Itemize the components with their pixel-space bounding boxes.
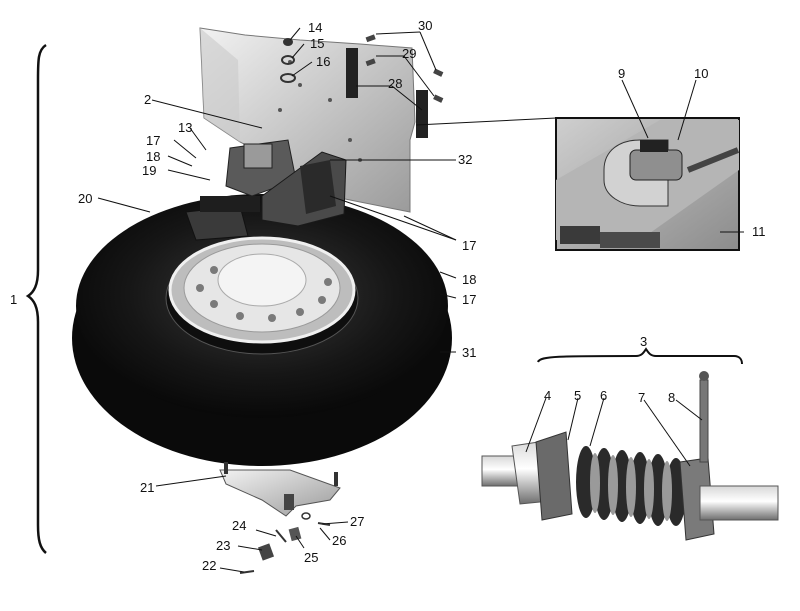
wheel-rim xyxy=(168,236,356,344)
label-27: 27 xyxy=(350,514,364,529)
label-26: 26 xyxy=(332,533,346,548)
label-3: 3 xyxy=(640,334,647,349)
label-32: 32 xyxy=(458,152,472,167)
label-1: 1 xyxy=(10,292,17,307)
label-29: 29 xyxy=(402,46,416,61)
label-11: 11 xyxy=(752,224,766,239)
lower-bracket xyxy=(219,462,341,517)
label-21: 21 xyxy=(140,480,154,495)
label-23: 23 xyxy=(216,538,230,553)
label-22: 22 xyxy=(202,558,216,573)
label-10: 10 xyxy=(694,66,708,81)
label-7: 7 xyxy=(638,390,645,405)
label-17c: 17 xyxy=(462,292,476,307)
leader-lines xyxy=(97,27,744,573)
label-20: 20 xyxy=(78,191,92,206)
label-19: 19 xyxy=(142,163,156,178)
label-25: 25 xyxy=(304,550,318,565)
label-16: 16 xyxy=(316,54,330,69)
strap-bracket-28 xyxy=(346,48,428,138)
detail-inset xyxy=(555,117,740,251)
label-17a: 17 xyxy=(146,133,160,148)
label-9: 9 xyxy=(618,66,625,81)
shaft-assembly xyxy=(481,347,779,541)
label-30: 30 xyxy=(418,18,432,33)
assembly-brace xyxy=(25,43,47,554)
label-24: 24 xyxy=(232,518,246,533)
label-6: 6 xyxy=(600,388,607,403)
label-8: 8 xyxy=(668,390,675,405)
label-15: 15 xyxy=(310,36,324,51)
label-28: 28 xyxy=(388,76,402,91)
bolts-30 xyxy=(365,34,444,103)
label-31: 31 xyxy=(462,345,476,360)
label-2: 2 xyxy=(144,92,151,107)
label-17b: 17 xyxy=(462,238,476,253)
label-4: 4 xyxy=(544,388,551,403)
label-18a: 18 xyxy=(146,149,160,164)
part-labels: 1 2 13 17 18 19 20 14 15 16 30 29 28 32 … xyxy=(10,18,766,573)
label-5: 5 xyxy=(574,388,581,403)
group-3-brace xyxy=(537,347,743,365)
label-14: 14 xyxy=(308,20,322,35)
small-hardware-group xyxy=(239,512,331,574)
label-13: 13 xyxy=(178,120,192,135)
label-18b: 18 xyxy=(462,272,476,287)
carrier-mechanism xyxy=(185,139,347,241)
